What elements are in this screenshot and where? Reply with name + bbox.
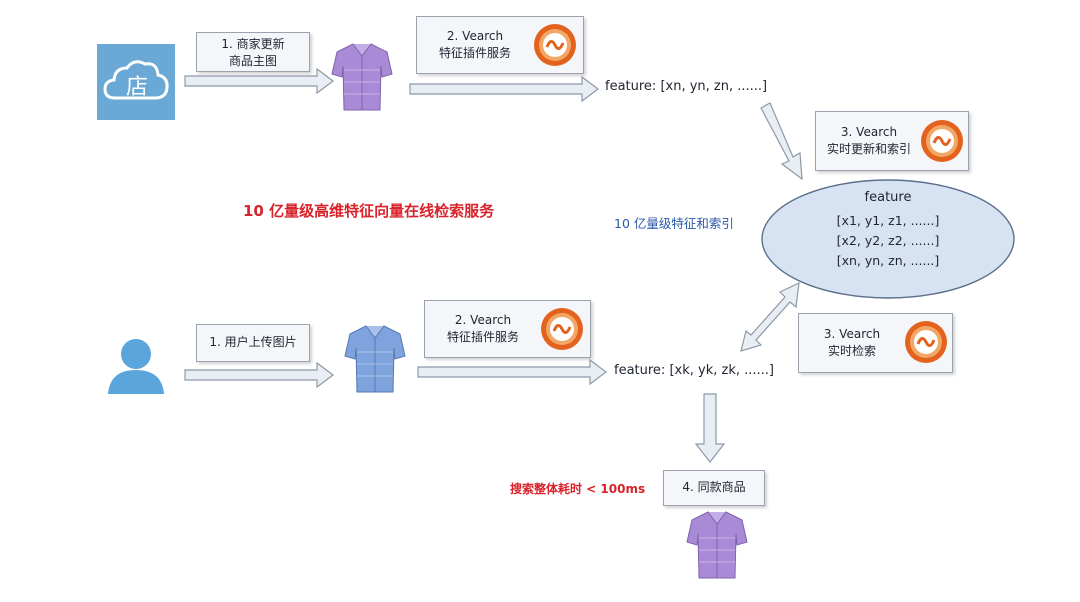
index-store-title: feature	[864, 190, 912, 205]
vearch-realtime-search-step: 3. Vearch 实时检索	[798, 313, 953, 373]
vearch-realtime-index-step: 3. Vearch 实时更新和索引	[815, 111, 969, 171]
same-products-label: 4. 同款商品	[682, 480, 746, 494]
vearch-logo-icon	[533, 23, 577, 67]
vearch-plugin-bottom-line1: 2. Vearch	[454, 313, 512, 327]
shirt-icon	[331, 40, 393, 114]
latency-note: 搜索整体耗时 < 100ms	[510, 482, 646, 496]
index-row: [x1, y1, z1, ......]	[836, 213, 940, 228]
vearch-plugin-top-line2: 特征插件服务	[438, 46, 511, 60]
vearch-plugin-bottom-line2: 特征插件服务	[446, 330, 519, 344]
vearch-realtime-search-line1: 3. Vearch	[823, 327, 881, 341]
vearch-plugin-top-line1: 2. Vearch	[446, 29, 504, 43]
vearch-logo-icon	[540, 307, 584, 351]
vearch-plugin-top-step: 2. Vearch 特征插件服务	[416, 16, 584, 74]
store-icon: 店	[97, 44, 175, 120]
flow-arrow-diagonal	[760, 102, 803, 181]
shirt-icon	[344, 322, 406, 396]
vearch-realtime-search-line2: 实时检索	[827, 344, 876, 358]
feature-vector-top: feature: [xn, yn, zn, ......]	[605, 79, 768, 94]
shirt-icon	[686, 508, 748, 582]
flow-arrow-bidirectional	[740, 281, 800, 352]
vearch-logo-icon	[920, 119, 964, 163]
flow-arrow-down	[694, 393, 726, 463]
vearch-realtime-index-line2: 实时更新和索引	[826, 142, 911, 156]
headline: 10 亿量级高维特征向量在线检索服务	[243, 202, 495, 220]
index-scale-label: 10 亿量级特征和索引	[614, 216, 734, 231]
index-row: [x2, y2, z2, ......]	[836, 233, 940, 248]
same-products-step: 4. 同款商品	[663, 470, 765, 506]
merchant-update-step: 1. 商家更新 商品主图	[196, 32, 310, 72]
merchant-update-line1: 1. 商家更新	[221, 37, 285, 51]
user-icon	[106, 336, 166, 396]
flow-arrow	[184, 361, 334, 389]
vearch-realtime-index-line1: 3. Vearch	[840, 125, 898, 139]
feature-vector-bottom: feature: [xk, yk, zk, ......]	[614, 363, 774, 378]
svg-text:店: 店	[126, 75, 148, 100]
vearch-plugin-bottom-step: 2. Vearch 特征插件服务	[424, 300, 591, 358]
flow-arrow	[184, 67, 334, 95]
feature-index-store: feature [x1, y1, z1, ......] [x2, y2, z2…	[760, 178, 1016, 300]
flow-arrow	[409, 75, 599, 103]
vearch-logo-icon	[904, 320, 948, 364]
flow-arrow	[417, 358, 607, 386]
user-upload-label: 1. 用户上传图片	[209, 335, 297, 349]
merchant-update-line2: 商品主图	[228, 54, 277, 68]
user-upload-step: 1. 用户上传图片	[196, 324, 310, 362]
index-row: [xn, yn, zn, ......]	[836, 253, 940, 268]
